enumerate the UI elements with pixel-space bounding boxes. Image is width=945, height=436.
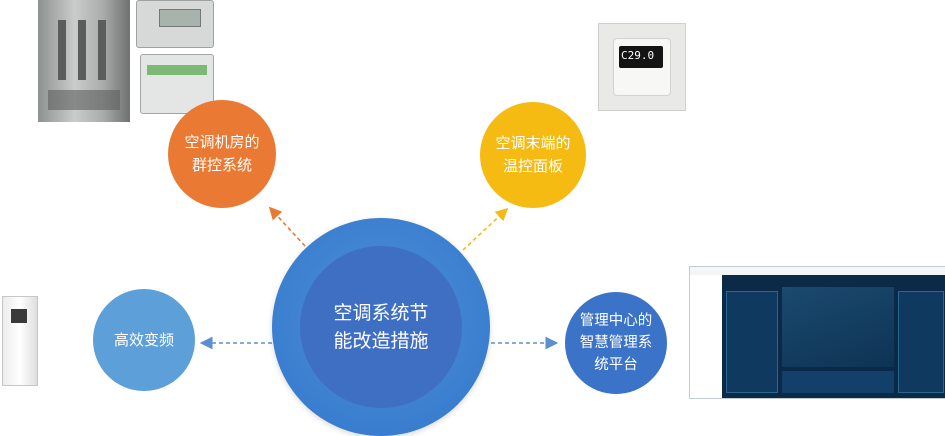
node-thermostat: 空调末端的 温控面板 <box>480 102 586 208</box>
center-node: 空调系统节 能改造措施 <box>300 246 462 408</box>
smart-platform-screenshot <box>689 266 945 399</box>
thermostat-panel-photo: C29.0 <box>598 23 686 111</box>
node-vfd-label: 高效变频 <box>113 330 174 349</box>
thermostat-display-text: C29.0 <box>621 49 655 62</box>
node-group-control: 空调机房的 群控系统 <box>168 100 276 208</box>
control-cabinet-photo <box>38 0 130 122</box>
frequency-drive-photo <box>2 296 38 386</box>
node-smart-platform: 管理中心的 智慧管理系 统平台 <box>565 292 667 394</box>
node-thermostat-label: 空调末端的 温控面板 <box>495 134 571 175</box>
node-vfd: 高效变频 <box>93 289 195 391</box>
node-smart-platform-label: 管理中心的 智慧管理系 统平台 <box>579 313 653 373</box>
arrow-to-group-control <box>268 206 306 247</box>
center-node-label: 空调系统节 能改造措施 <box>333 302 429 352</box>
node-group-control-label: 空调机房的 群控系统 <box>184 133 260 174</box>
arrow-to-thermostat <box>462 207 509 251</box>
controller-module-photo <box>136 0 214 48</box>
io-module-photo <box>140 54 214 114</box>
